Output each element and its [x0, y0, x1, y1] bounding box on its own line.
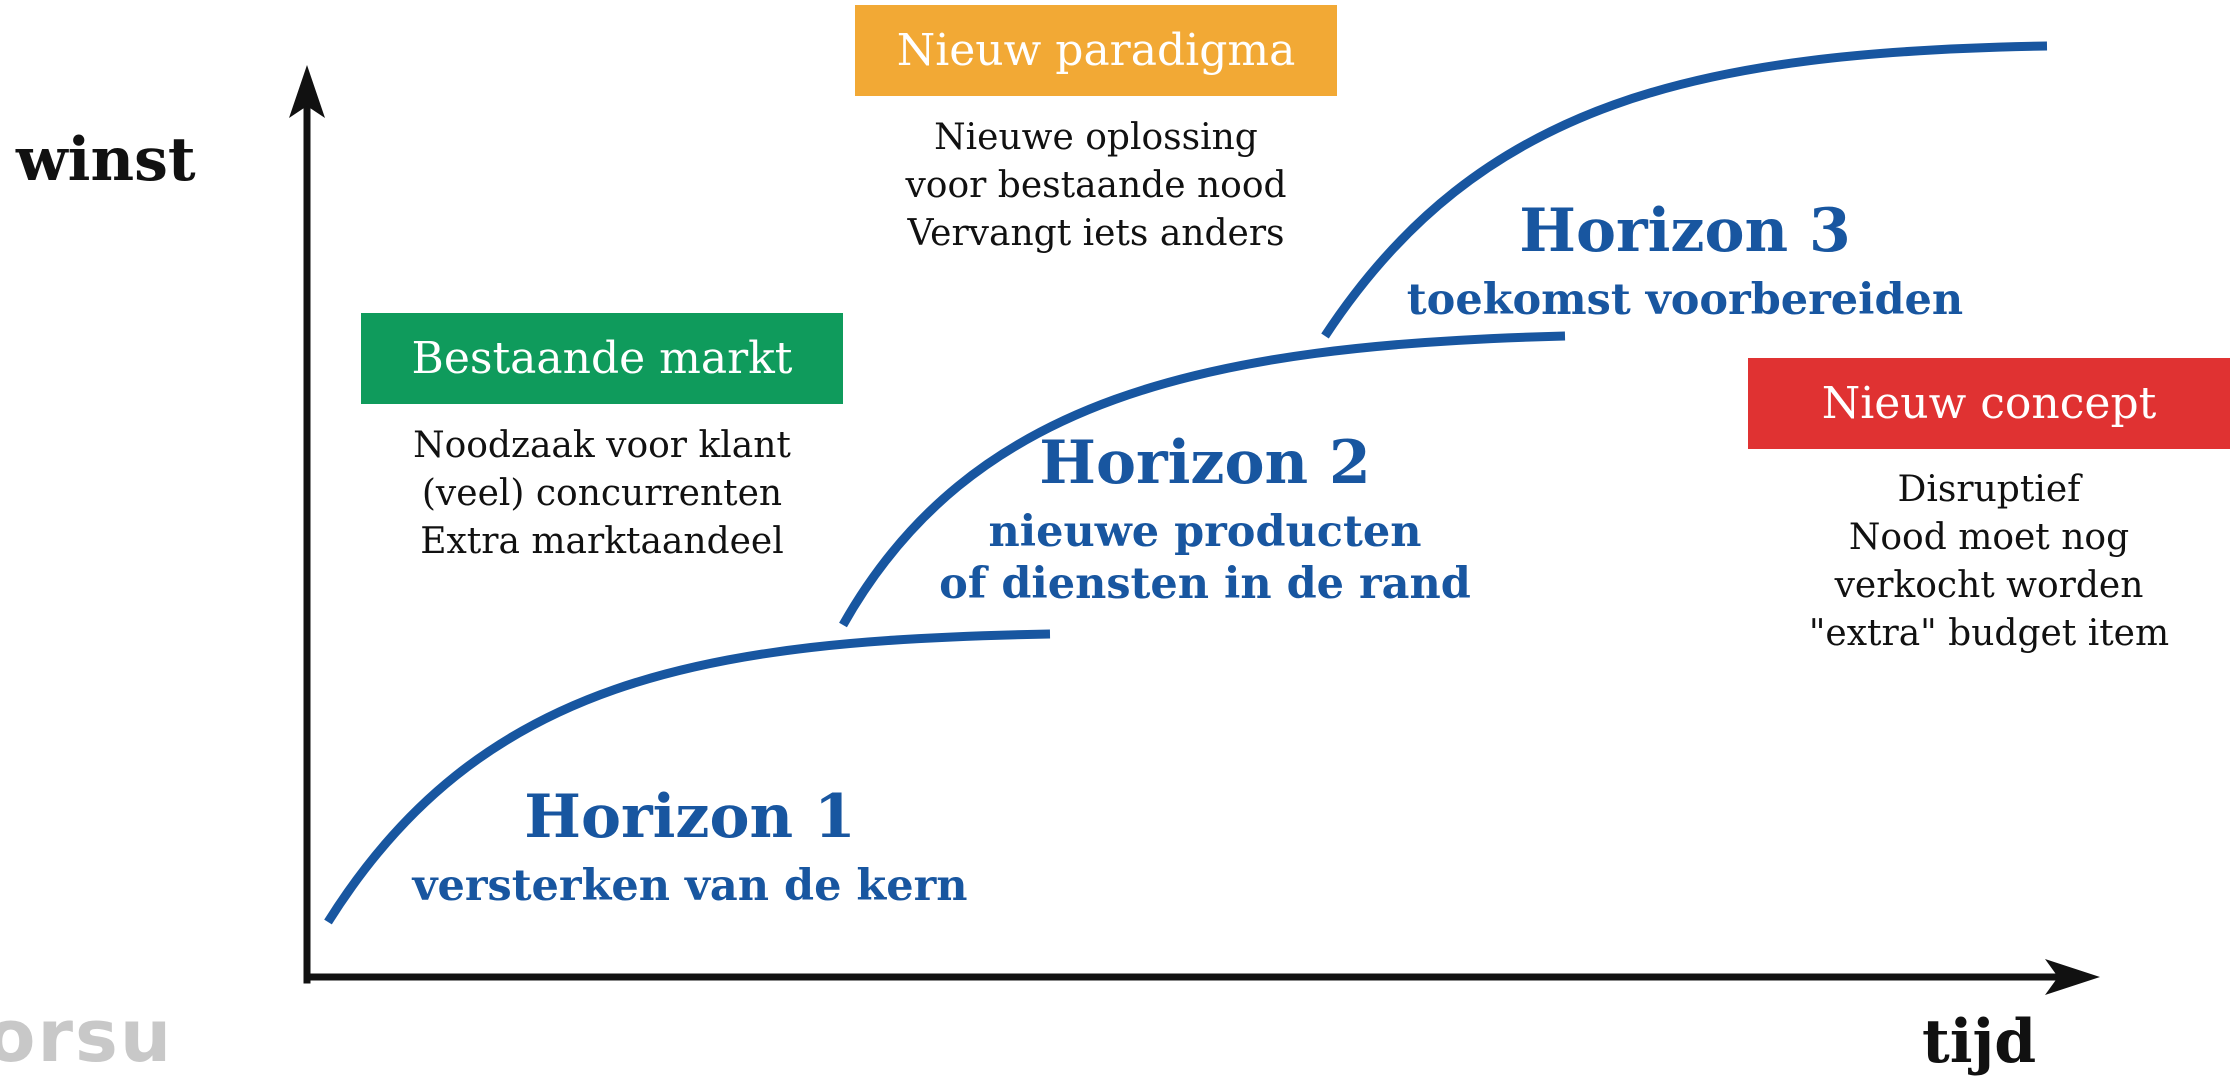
new-paradigm-description: Nieuwe oplossing voor bestaande nood Ver… — [855, 114, 1337, 258]
horizon-1-subtitle: versterken van de kern — [390, 860, 990, 912]
x-axis-arrowhead — [2045, 959, 2100, 995]
new-paradigm-line: Vervangt iets anders — [907, 213, 1285, 254]
existing-market-line: (veel) concurrenten — [421, 473, 783, 514]
horizon-1-subtitle-line: versterken van de kern — [412, 861, 968, 911]
new-paradigm-line: voor bestaande nood — [905, 165, 1287, 206]
new-concept-line: Nood moet nog — [1848, 517, 2130, 558]
new-concept-description: Disruptief Nood moet nog verkocht worden… — [1748, 466, 2230, 658]
horizon-2-subtitle-line: of diensten in de rand — [939, 559, 1471, 609]
new-concept-line: verkocht worden — [1834, 565, 2144, 606]
existing-market-line: Noodzaak voor klant — [413, 425, 791, 466]
new-concept-line: Disruptief — [1897, 469, 2081, 510]
horizon-3-title: Horizon 3 — [1519, 196, 1851, 266]
horizon-2-title: Horizon 2 — [1039, 428, 1371, 498]
horizon-2-curve — [839, 331, 1566, 628]
horizon-3-subtitle-line: toekomst voorbereiden — [1406, 275, 1964, 325]
horizon-2-subtitle-line: nieuwe producten — [988, 507, 1422, 557]
horizon-1-curve — [324, 629, 1051, 925]
new-concept-label: Nieuw concept — [1821, 378, 2157, 429]
new-concept-tag: Nieuw concept — [1748, 358, 2230, 449]
new-concept-line: "extra" budget item — [1808, 613, 2170, 654]
brand-logo: orsu — [0, 994, 174, 1078]
horizon-1-title: Horizon 1 — [524, 782, 856, 852]
existing-market-tag: Bestaande markt — [361, 313, 843, 404]
horizon-3-subtitle: toekomst voorbereiden — [1385, 274, 1985, 326]
y-axis-arrowhead — [289, 65, 325, 118]
x-axis-label: tijd — [1922, 1007, 2037, 1077]
horizon-3-curve — [1321, 41, 2048, 339]
existing-market-line: Extra marktaandeel — [420, 521, 784, 562]
horizon-2-subtitle: nieuwe producten of diensten in de rand — [905, 506, 1505, 610]
y-axis-label: winst — [16, 125, 196, 195]
existing-market-description: Noodzaak voor klant (veel) concurrenten … — [361, 422, 843, 566]
new-paradigm-line: Nieuwe oplossing — [934, 117, 1258, 158]
new-paradigm-tag: Nieuw paradigma — [855, 5, 1337, 96]
existing-market-label: Bestaande markt — [411, 333, 793, 384]
new-paradigm-label: Nieuw paradigma — [896, 25, 1296, 76]
